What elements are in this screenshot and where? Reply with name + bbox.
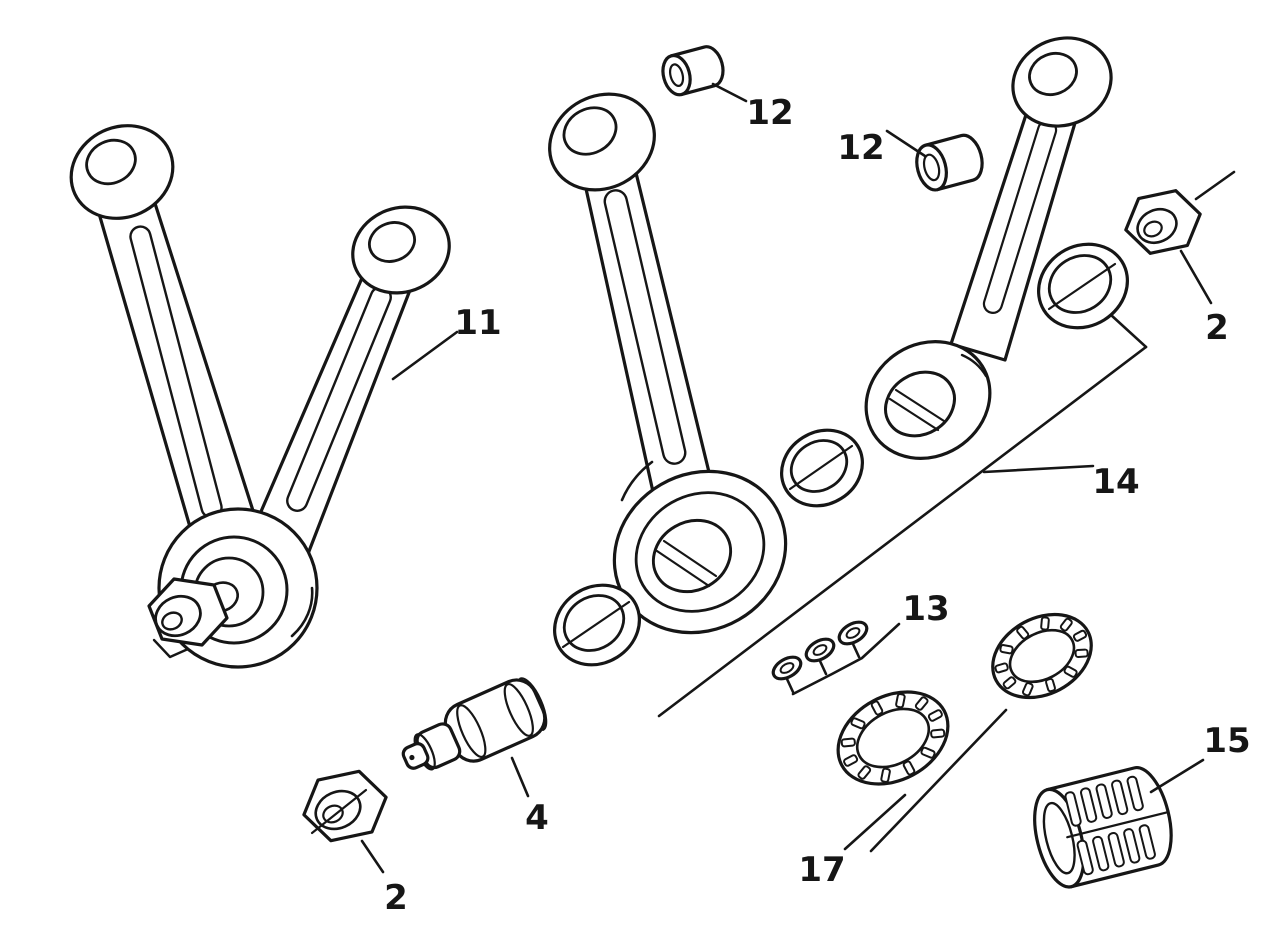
leader-2-right	[1179, 249, 1213, 305]
callout-4: 4	[525, 798, 549, 838]
bracket-14	[657, 313, 1148, 718]
leader-17-b	[869, 708, 1008, 853]
rod-pair-assembly	[69, 124, 451, 669]
leader-4	[510, 756, 530, 798]
hex-nut-bottom	[302, 769, 388, 843]
center-connecting-rod	[548, 92, 788, 635]
needle-cage-large	[1033, 765, 1173, 889]
leader-12-right	[885, 129, 927, 158]
bearing-washer-upper	[1037, 242, 1129, 330]
leader-11	[391, 330, 459, 381]
hex-nut-right	[1124, 189, 1202, 255]
callout-11: 11	[454, 303, 501, 343]
needle-cage-lower	[836, 690, 950, 786]
callout-12-right: 12	[837, 128, 884, 168]
callout-2-right: 2	[1205, 308, 1229, 348]
small-end-bushing-right	[915, 133, 984, 192]
callout-14: 14	[1092, 462, 1139, 502]
leader-15	[1149, 758, 1205, 794]
leader-17-a	[843, 793, 907, 851]
needle-cage-upper	[991, 612, 1093, 700]
callout-2-bottom: 2	[384, 878, 408, 918]
right-connecting-rod	[864, 36, 1113, 460]
leader-2-bottom	[360, 839, 385, 874]
small-end-bushing-top	[661, 45, 725, 97]
leader-14	[982, 464, 1095, 474]
callout-labels: 12 12 2 11 14 13 4 2 17 15	[384, 93, 1251, 918]
leader-2-right-edge	[1194, 170, 1236, 201]
callout-13: 13	[902, 589, 949, 629]
callout-15: 15	[1203, 721, 1250, 761]
leader-12-top	[711, 82, 748, 103]
callout-17: 17	[798, 850, 845, 890]
leader-13	[791, 622, 901, 696]
bearing-washer-middle	[779, 428, 865, 508]
callout-12-top: 12	[746, 93, 793, 133]
bearing-washer-lower	[552, 583, 642, 667]
leader-lines	[360, 82, 1236, 874]
crank-pin	[401, 677, 548, 771]
roller-pins	[771, 620, 869, 681]
